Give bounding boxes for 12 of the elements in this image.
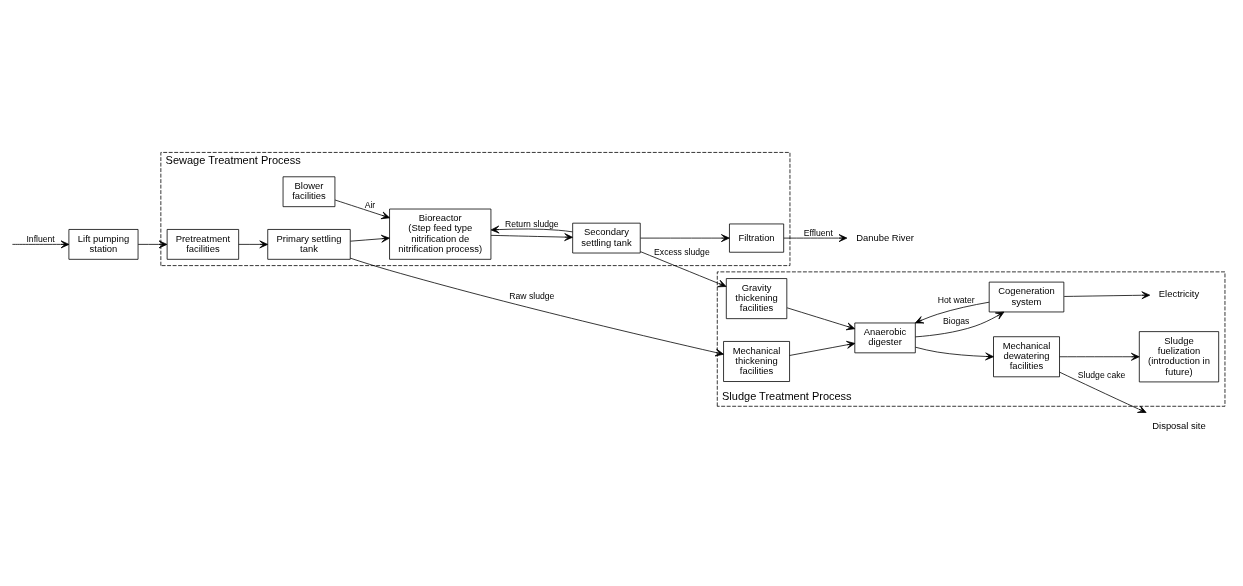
- node-text: Electricity: [1158, 287, 1200, 299]
- edge-label: Excess sludge: [654, 246, 710, 257]
- node-text: Disposal site: [1152, 419, 1206, 431]
- node-text: Danube River: [856, 231, 914, 243]
- edge-label: Return sludge: [504, 218, 559, 229]
- edge-label: Effluent: [803, 227, 833, 238]
- edge-label: Air: [364, 199, 376, 210]
- edge-label: Biogas: [943, 315, 970, 326]
- edge-label: Sludge cake: [1077, 369, 1126, 380]
- edge-label: Hot water: [937, 294, 975, 305]
- edge-label: Influent: [26, 233, 55, 244]
- edge-label: Raw sludge: [509, 290, 555, 301]
